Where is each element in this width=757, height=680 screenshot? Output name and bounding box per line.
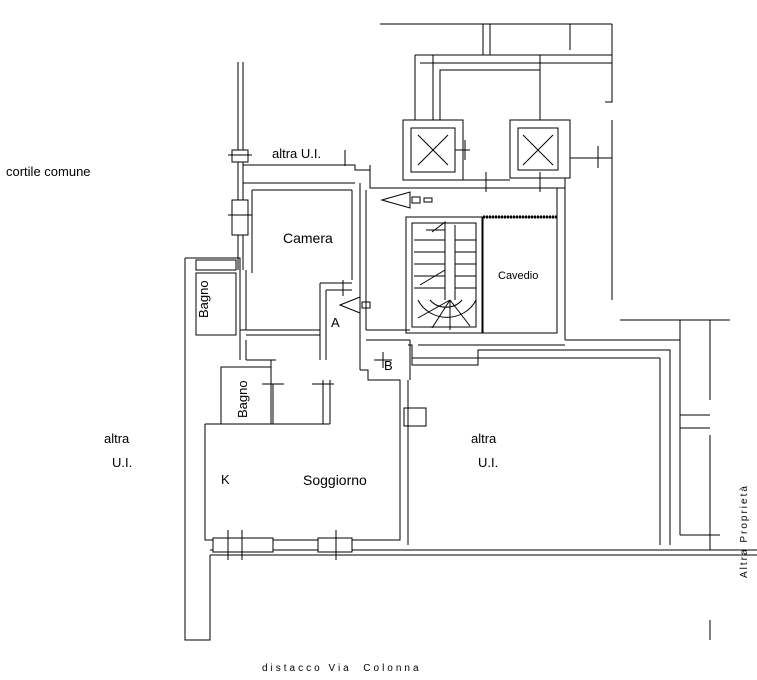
- label-altra-left: altra: [104, 431, 130, 446]
- apartment-walls: [184, 62, 757, 641]
- label-k: K: [221, 472, 230, 487]
- stair-block: [405, 216, 483, 334]
- cavedio-walls: [482, 215, 558, 334]
- entrance-arrows: [338, 191, 433, 314]
- label-cortile-comune: cortile comune: [6, 164, 91, 179]
- label-bagno-2: Bagno: [235, 380, 250, 418]
- windows: [195, 149, 392, 560]
- label-camera: Camera: [283, 230, 333, 246]
- label-soggiorno: Soggiorno: [303, 472, 367, 488]
- label-distacco-via-colonna: distacco Via Colonna: [262, 663, 422, 674]
- label-a: A: [331, 315, 340, 330]
- label-b: B: [384, 358, 393, 373]
- label-altra-ui-top: altra U.I.: [272, 146, 322, 161]
- label-ui-mid: U.I.: [478, 455, 499, 470]
- label-altra-proprieta: Altra Proprietà: [739, 484, 750, 578]
- label-cavedio: Cavedio: [498, 270, 539, 282]
- label-altra-mid: altra: [471, 431, 497, 446]
- label-ui-left: U.I.: [112, 455, 133, 470]
- label-bagno-1: Bagno: [196, 280, 211, 318]
- elevator-cross-marks: [417, 134, 612, 192]
